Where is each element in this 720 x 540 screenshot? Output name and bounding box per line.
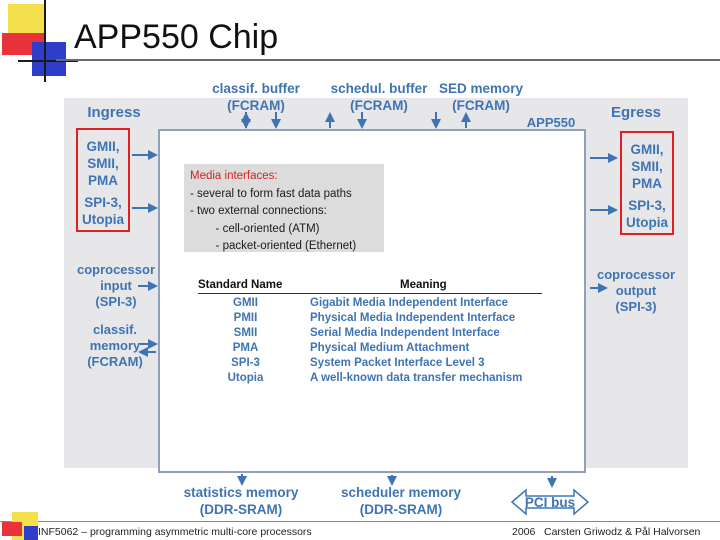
table-cell-meaning: A well-known data transfer mechanism [310, 372, 523, 384]
title-rule [56, 59, 720, 61]
egress-line: SPI-3, [628, 198, 666, 213]
table-header-rule [198, 293, 542, 294]
footer-rule [0, 521, 720, 522]
ingress-line: SMII, [87, 156, 119, 171]
scheduler-memory-name: scheduler memory [340, 485, 462, 500]
coprocessor-input-line: (SPI-3) [95, 294, 137, 309]
classif-memory-line: classif. [92, 322, 138, 337]
coprocessor-output-line: output [615, 283, 657, 298]
table-cell-name: PMII [233, 312, 258, 324]
egress-label: Egress [610, 104, 662, 121]
schedul-buffer-block: schedul. buffer (FCRAM) [326, 80, 432, 114]
footer-logo-red [2, 522, 22, 536]
ingress-interfaces-box: GMII, SMII, PMA SPI-3, Utopia [76, 128, 130, 232]
note-line: - cell-oriented (ATM) [190, 222, 320, 235]
ingress-label: Ingress [87, 104, 141, 121]
classif-memory-line: (FCRAM) [87, 354, 143, 369]
coprocessor-output-line: coprocessor [596, 267, 676, 282]
note-title: Media interfaces: [190, 170, 278, 182]
statistics-memory-block: statistics memory (DDR-SRAM) [178, 484, 304, 518]
schedul-buffer-type: (FCRAM) [350, 98, 408, 113]
footer-year: 2006 [512, 526, 536, 538]
sed-memory-type: (FCRAM) [452, 98, 510, 113]
egress-line: GMII, [630, 142, 664, 157]
note-line: - packet-oriented (Ethernet) [190, 240, 357, 252]
table-cell-meaning: Gigabit Media Independent Interface [310, 297, 509, 309]
footer-course: INF5062 – programming asymmetric multi-c… [38, 526, 312, 538]
table-cell-meaning: System Packet Interface Level 3 [310, 357, 485, 369]
statistics-memory-type: (DDR-SRAM) [199, 502, 283, 517]
pci-bus-text: PCI bus [524, 495, 576, 510]
statistics-memory-name: statistics memory [183, 485, 299, 500]
classif-buffer-name: classif. buffer [212, 81, 300, 96]
table-cell-meaning: Physical Medium Attachment [310, 342, 470, 354]
table-cell-meaning: Serial Media Independent Interface [310, 327, 500, 339]
coprocessor-output-line: (SPI-3) [615, 299, 657, 314]
egress-interfaces-box: GMII, SMII, PMA SPI-3, Utopia [620, 131, 674, 235]
logo-vertical-line [44, 0, 46, 82]
classif-memory-line: memory [89, 338, 141, 353]
sed-memory-name: SED memory [438, 81, 524, 96]
table-cell-meaning: Physical Media Independent Interface [310, 312, 516, 324]
scheduler-memory-type: (DDR-SRAM) [359, 502, 443, 517]
table-cell-name: SPI-3 [231, 357, 260, 369]
ingress-line: GMII, [86, 139, 120, 154]
table-header-standard-name: Standard Name [198, 279, 283, 291]
ingress-line: SPI-3, [84, 195, 122, 210]
slide-title: APP550 Chip [74, 18, 279, 56]
table-cell-name: GMII [233, 297, 258, 309]
logo-horizontal-line [18, 60, 78, 62]
table-cell-name: Utopia [227, 372, 264, 384]
chip-label: APP550 [526, 115, 576, 130]
classif-buffer-block: classif. buffer (FCRAM) [198, 80, 314, 114]
classif-buffer-type: (FCRAM) [227, 98, 285, 113]
table-header-meaning: Meaning [400, 279, 447, 291]
coprocessor-input-block: coprocessor input (SPI-3) [68, 262, 164, 310]
coprocessor-output-block: coprocessor output (SPI-3) [590, 267, 682, 315]
note-line: - two external connections: [190, 205, 327, 217]
egress-line: SMII, [631, 159, 663, 174]
sed-memory-block: SED memory (FCRAM) [436, 80, 526, 114]
egress-line: PMA [632, 176, 662, 191]
coprocessor-input-line: input [100, 278, 132, 293]
egress-line: Utopia [626, 215, 668, 230]
footer-authors: Carsten Griwodz & Pål Halvorsen [544, 526, 701, 538]
schedul-buffer-name: schedul. buffer [330, 81, 428, 96]
note-line: - several to form fast data paths [190, 187, 352, 200]
coprocessor-input-line: coprocessor [76, 262, 156, 277]
media-interfaces-note: Media interfaces: - several to form fast… [184, 164, 384, 252]
ingress-line: Utopia [82, 212, 124, 227]
footer-logo-blue [24, 526, 38, 540]
table-cell-name: SMII [233, 327, 258, 339]
pci-bus-double-arrow [510, 488, 590, 516]
ingress-line: PMA [88, 173, 118, 188]
classif-memory-block: classif. memory (FCRAM) [68, 322, 162, 370]
table-cell-name: PMA [232, 342, 259, 354]
scheduler-memory-block: scheduler memory (DDR-SRAM) [336, 484, 466, 518]
